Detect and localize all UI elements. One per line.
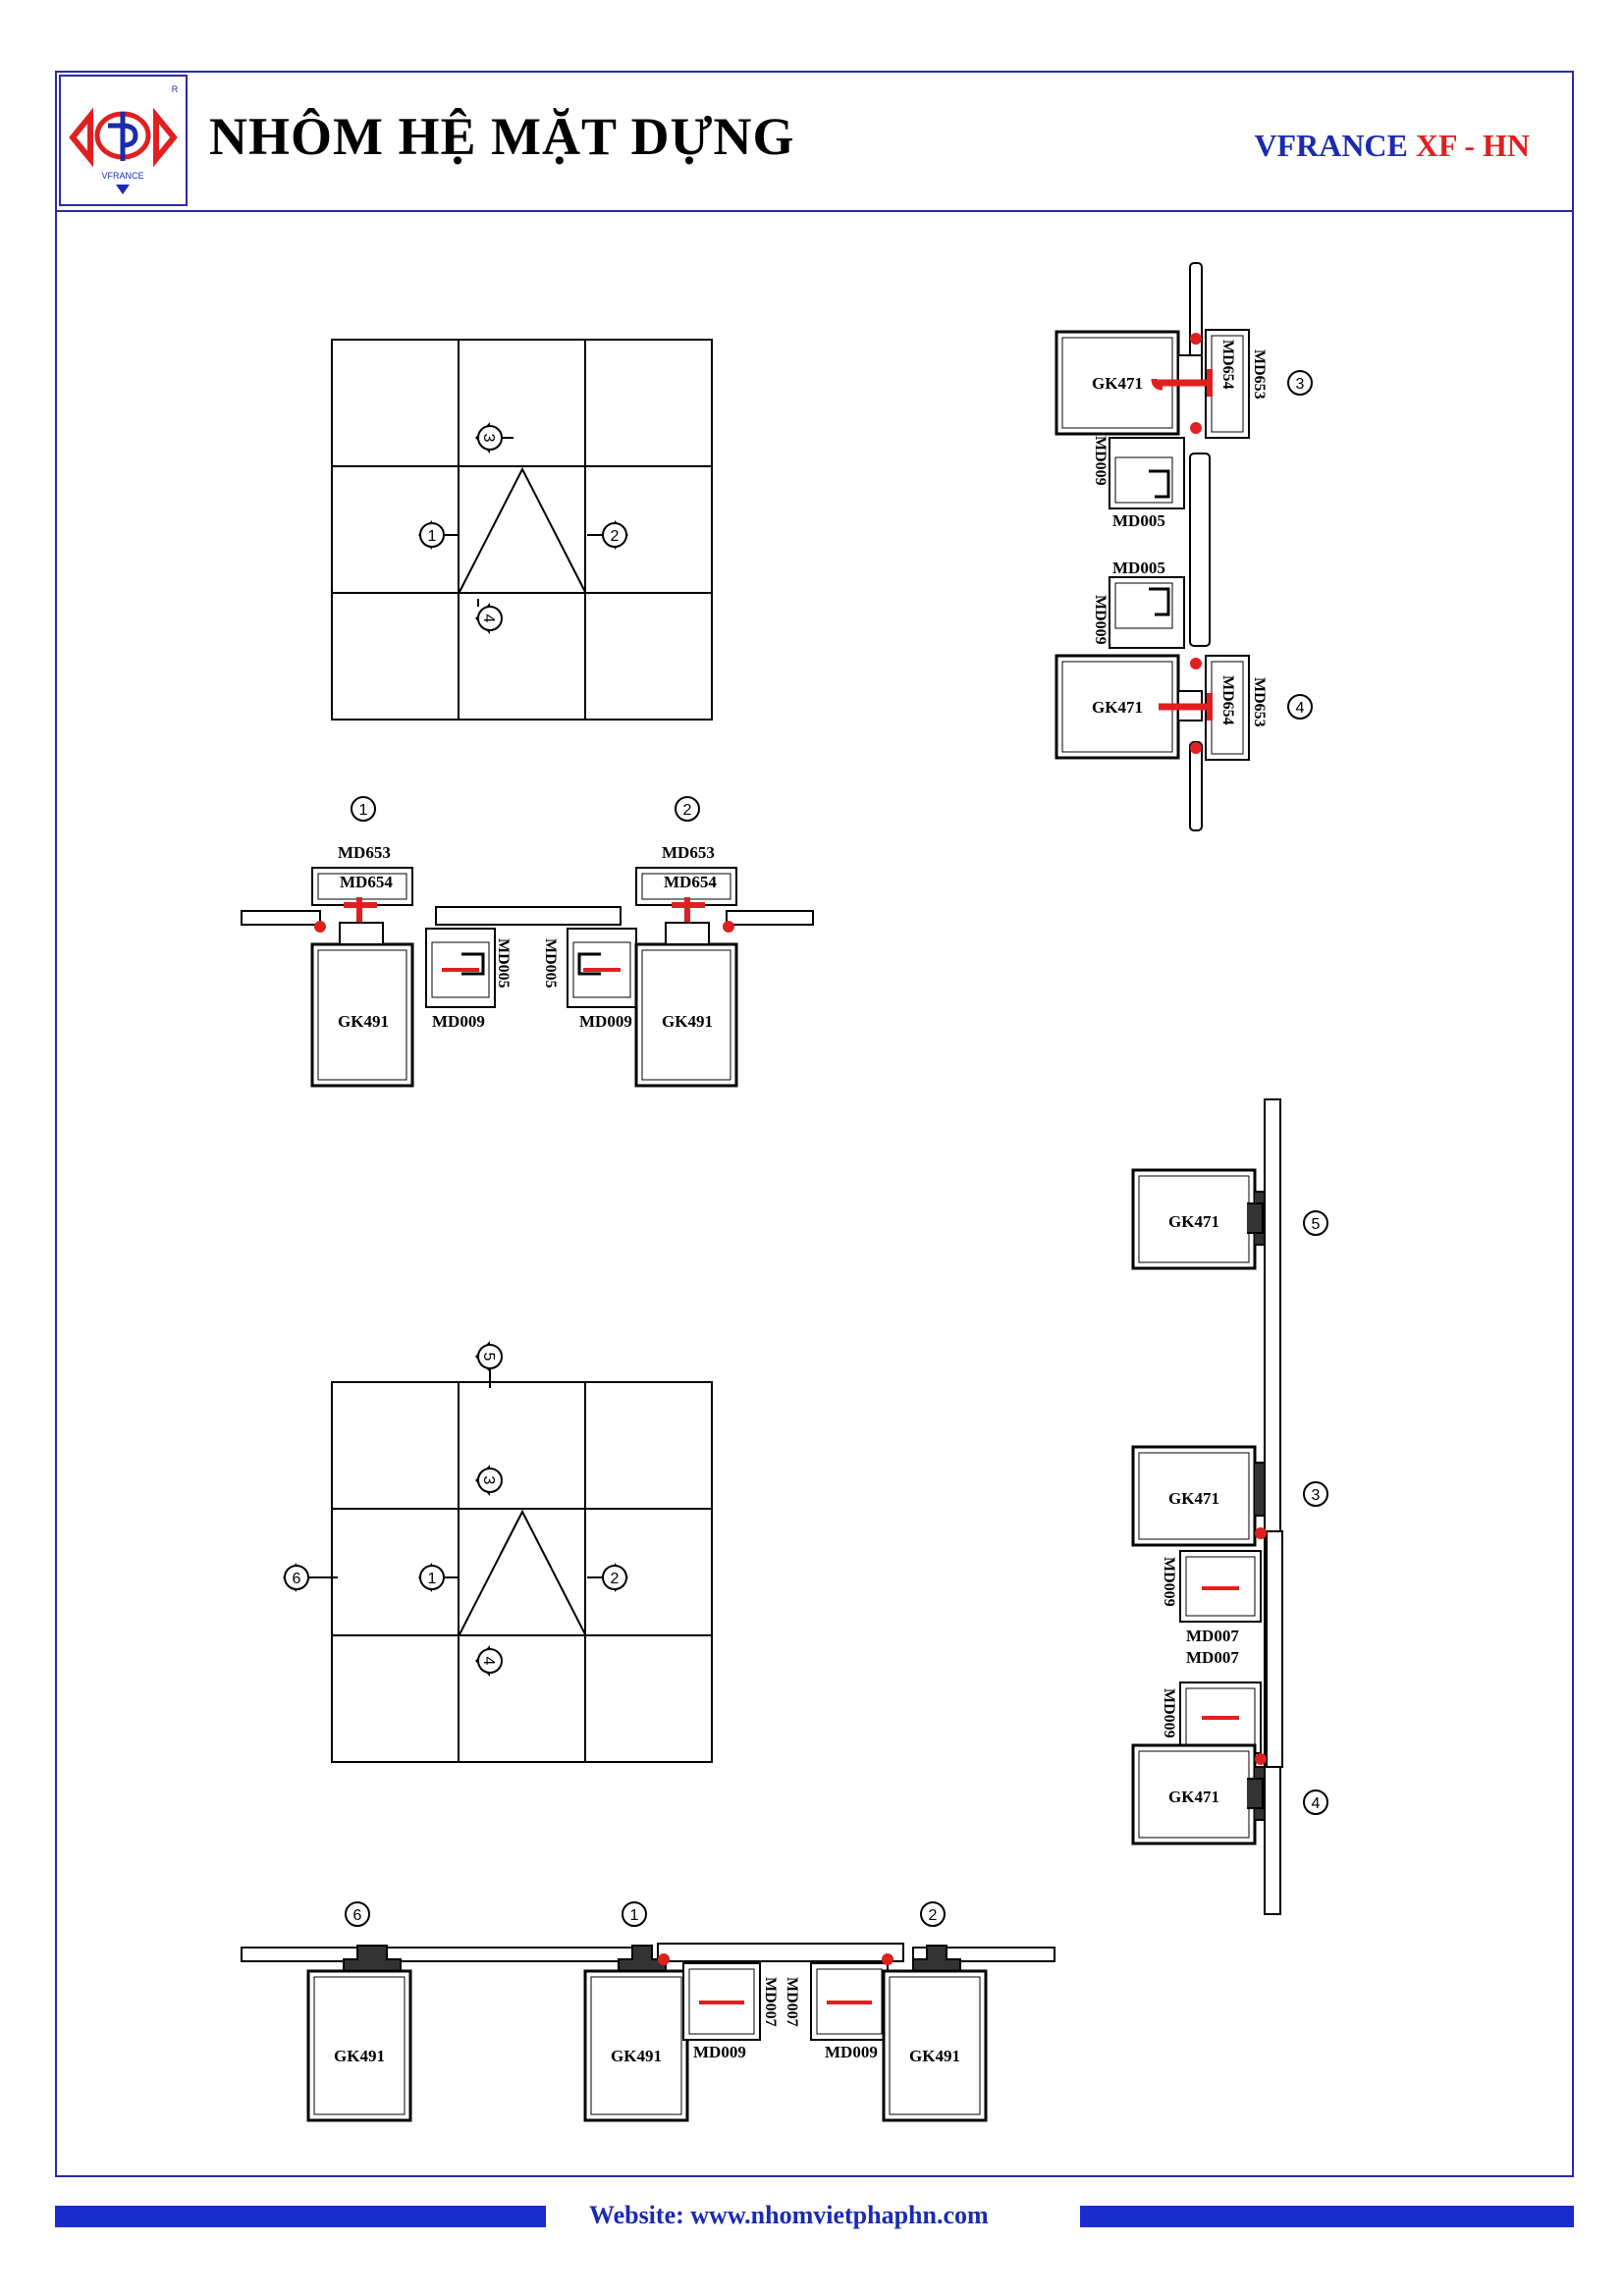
svg-text:6: 6	[293, 1571, 301, 1587]
svg-text:1: 1	[428, 1571, 437, 1587]
website-link[interactable]: www.nhomvietphaphn.com	[690, 2201, 989, 2229]
label-md653: MD653	[662, 843, 715, 862]
label-md009: MD009	[1092, 436, 1109, 486]
section-marker-1	[351, 796, 376, 822]
horizontal-section-1-2: 1 2 MD653	[241, 796, 814, 1088]
brand-main: VFRANCE	[1254, 128, 1408, 163]
svg-text:3: 3	[480, 1476, 497, 1485]
svg-text:3: 3	[480, 434, 497, 443]
label-md009: MD009	[1092, 595, 1109, 645]
section-marker-1: 1	[418, 1563, 460, 1592]
logo-registered-mark: R	[172, 84, 179, 94]
label-gk471: GK471	[1092, 698, 1143, 717]
label-gk491: GK491	[662, 1012, 713, 1031]
label-md009: MD009	[579, 1012, 632, 1031]
section-marker-4: 4	[475, 599, 503, 634]
svg-text:6: 6	[353, 1907, 362, 1924]
elevation-grid-2	[331, 1381, 713, 1763]
svg-text:3: 3	[1312, 1487, 1321, 1504]
section-marker-2: 2	[587, 1563, 628, 1592]
section-marker-3: 3	[475, 422, 514, 454]
label-md653: MD653	[1251, 677, 1268, 727]
section-marker-3: 3	[475, 1465, 503, 1496]
page-frame	[55, 71, 1574, 2177]
footer-bar-left	[55, 2206, 546, 2227]
svg-text:2: 2	[683, 802, 692, 819]
section-marker-2	[675, 796, 700, 822]
svg-text:2: 2	[611, 528, 620, 545]
logo: VFRANCE R	[59, 75, 188, 206]
svg-text:2: 2	[611, 1571, 620, 1587]
label-md009: MD009	[1161, 1557, 1177, 1607]
elevation-grid-1	[331, 339, 713, 721]
brand-name: VFRANCE XF - HN	[1254, 128, 1530, 164]
svg-text:3: 3	[1296, 376, 1305, 393]
vfrance-logo-icon: VFRANCE R	[69, 84, 179, 194]
horizontal-section-6-1-2: 6 1 2 GK491 GK491 GK491 MD009	[241, 1901, 1055, 2122]
label-md009: MD009	[693, 2043, 746, 2061]
section-marker-5: 5	[1303, 1210, 1328, 1236]
section-marker-2	[920, 1901, 946, 1927]
svg-text:2: 2	[929, 1907, 938, 1924]
label-md654: MD654	[1219, 340, 1236, 390]
label-md654: MD654	[340, 873, 393, 891]
label-md005: MD005	[495, 938, 512, 988]
header-divider	[55, 210, 1574, 212]
section-marker-4: 4	[1303, 1789, 1328, 1815]
label-gk471: GK471	[1168, 1212, 1219, 1231]
section-marker-5: 5	[475, 1341, 503, 1388]
label-md007: MD007	[762, 1977, 779, 2027]
svg-text:1: 1	[359, 802, 368, 819]
label-md009: MD009	[1161, 1688, 1177, 1738]
svg-text:5: 5	[1312, 1216, 1321, 1233]
section-marker-6	[345, 1901, 370, 1927]
svg-text:4: 4	[480, 1657, 497, 1666]
vertical-section-top: GK471 GK471 MD654 MD653 MD654 MD653 MD00…	[1055, 262, 1313, 831]
label-md653: MD653	[1251, 349, 1268, 400]
label-gk491: GK491	[611, 2047, 662, 2065]
svg-text:4: 4	[1312, 1795, 1321, 1812]
label-md007: MD007	[784, 1977, 800, 2027]
label-gk471: GK471	[1092, 374, 1143, 393]
svg-text:1: 1	[428, 528, 437, 545]
label-md007: MD007	[1186, 1627, 1239, 1645]
label-md005: MD005	[1112, 559, 1165, 577]
section-marker-1	[622, 1901, 647, 1927]
brand-suffix: XF - HN	[1415, 128, 1530, 163]
label-gk491: GK491	[909, 2047, 960, 2065]
label-md005: MD005	[1112, 511, 1165, 530]
label-md005: MD005	[542, 938, 559, 988]
page-title: NHÔM HỆ MẶT DỰNG	[209, 107, 795, 166]
svg-text:5: 5	[480, 1353, 497, 1362]
vertical-section-right: GK471 GK471 GK471 MD007 MD007 MD009 MD00…	[1131, 1098, 1328, 1915]
label-md009: MD009	[432, 1012, 485, 1031]
section-marker-3: 3	[1303, 1481, 1328, 1507]
website-label: Website:	[589, 2201, 684, 2229]
svg-text:4: 4	[1296, 700, 1305, 717]
section-marker-4: 4	[475, 1645, 503, 1677]
logo-text: VFRANCE	[101, 171, 143, 181]
label-md007: MD007	[1186, 1648, 1239, 1667]
label-gk491: GK491	[334, 2047, 385, 2065]
label-md009: MD009	[825, 2043, 878, 2061]
footer-bar-right	[1080, 2206, 1574, 2227]
svg-text:4: 4	[480, 614, 497, 623]
section-marker-4: 4	[1287, 694, 1313, 720]
label-md653: MD653	[338, 843, 391, 862]
section-marker-3: 3	[1287, 370, 1313, 396]
label-gk491: GK491	[338, 1012, 389, 1031]
label-md654: MD654	[664, 873, 717, 891]
section-marker-6: 6	[283, 1563, 338, 1592]
section-marker-2: 2	[587, 520, 628, 550]
section-marker-1: 1	[418, 520, 460, 550]
website-footer: Website: www.nhomvietphaphn.com	[589, 2201, 989, 2230]
label-gk471: GK471	[1168, 1788, 1219, 1806]
label-gk471: GK471	[1168, 1489, 1219, 1508]
label-md654: MD654	[1219, 675, 1236, 725]
svg-text:1: 1	[630, 1907, 639, 1924]
